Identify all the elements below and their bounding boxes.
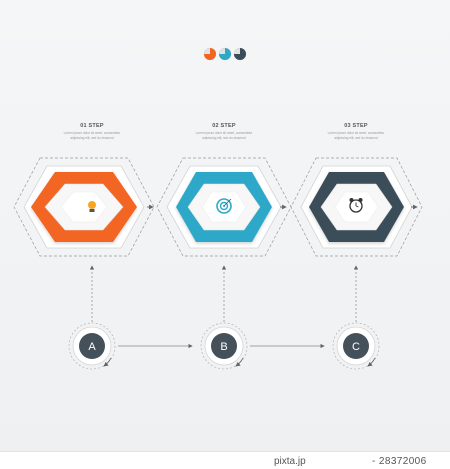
- step-1-title: 01 STEP: [80, 123, 104, 129]
- step-1-text: Lorem ipsum dolor sit amet, consectetur …: [63, 131, 121, 140]
- node-b: [200, 322, 248, 370]
- step-1-hexagon: [13, 157, 155, 257]
- step-2-title: 02 STEP: [212, 123, 236, 129]
- legend-dot-slate: [233, 47, 247, 61]
- lightbulb-icon: [88, 201, 96, 212]
- vertical-connectors: [89, 265, 359, 322]
- step-2-hexagon: [156, 157, 292, 257]
- footer-site: pixta.jp: [274, 456, 306, 467]
- legend-dot-blue-fill: [219, 48, 231, 60]
- node-c-letter: C: [352, 341, 360, 353]
- node-b-letter: B: [220, 341, 227, 353]
- legend-dot-orange-fill: [204, 48, 216, 60]
- legend-dot-orange: [203, 47, 217, 61]
- node-c: [332, 322, 380, 370]
- node-a: [68, 322, 116, 370]
- legend-dot-slate-fill: [234, 48, 246, 60]
- step-2-text: Lorem ipsum dolor sit amet, consectetur …: [195, 131, 253, 140]
- target-icon: [216, 198, 232, 214]
- stock-footer: pixta.jp - 28372006: [0, 451, 450, 469]
- legend-dot-blue: [218, 47, 232, 61]
- node-a-letter: A: [88, 341, 96, 353]
- legend-dots: [203, 47, 247, 61]
- footer-image-id: - 28372006: [372, 456, 427, 467]
- step-3-title: 03 STEP: [344, 123, 368, 129]
- step-3-text: Lorem ipsum dolor sit amet, consectetur …: [327, 131, 385, 140]
- step-3-hexagon: [290, 157, 423, 257]
- alarm-clock-icon: [349, 198, 363, 213]
